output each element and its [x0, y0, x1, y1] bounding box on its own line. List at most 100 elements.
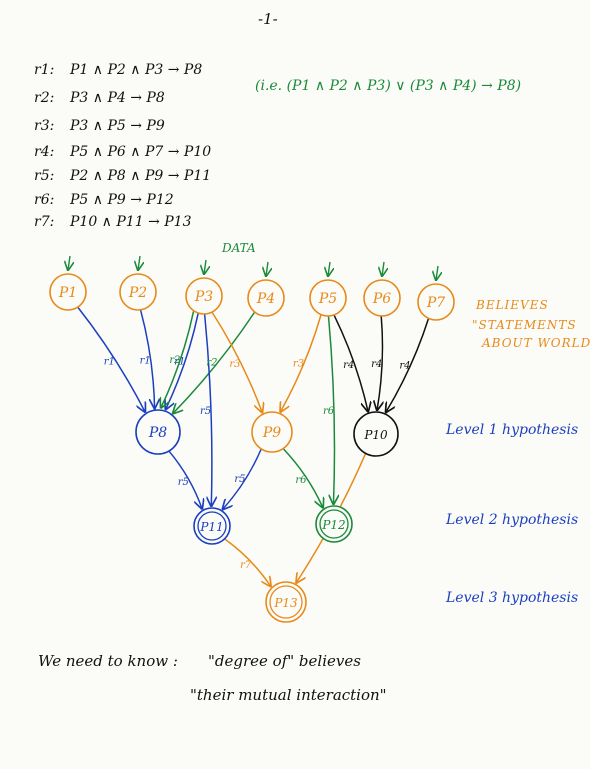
node-label-p10: P10 [363, 428, 388, 442]
rule-r6: r6:P5 ∧ P9 → P12 [34, 192, 174, 208]
node-label-p13: P13 [273, 596, 298, 610]
data-input-arrow-p6 [382, 261, 384, 276]
node-p6: P6 [363, 279, 401, 317]
node-label-p2: P2 [128, 285, 147, 301]
edge-p3-p8-r1 [166, 312, 199, 409]
node-p4: P4 [247, 279, 285, 317]
node-p7: P7 [417, 283, 455, 321]
rule-r1: r1:P1 ∧ P2 ∧ P3 → P8 [34, 62, 203, 78]
node-circle-p1 [49, 273, 87, 311]
edge-p8-p11-r5 [168, 450, 202, 509]
footer-degree-of-believes: "degree of" believes [208, 652, 361, 670]
node-p8: P8 [135, 409, 181, 455]
node-p9: P9 [251, 411, 293, 453]
edge-label-r6: r6 [295, 475, 307, 486]
rule-r2: r2:P3 ∧ P4 → P8 [34, 90, 165, 106]
data-input-arrow-p4 [266, 261, 268, 276]
node-circle-p10 [353, 411, 399, 457]
node-label-p3: P3 [194, 289, 213, 305]
edge-label-r3: r3 [229, 359, 240, 370]
rule-r5: r5:P2 ∧ P8 ∧ P9 → P11 [34, 168, 212, 184]
node-circle-p4 [247, 279, 285, 317]
node-p10: P10 [353, 411, 399, 457]
edge-p3-p8-r2 [161, 311, 195, 407]
edge-p11-p13-r7 [224, 538, 271, 586]
data-input-arrow-p7 [436, 265, 438, 280]
edge-p5-p9-r3 [280, 314, 322, 412]
node-circle-p5 [309, 279, 347, 317]
edge-p9-p11-r5 [223, 448, 262, 509]
node-label-p12: P12 [321, 518, 345, 532]
node-circle-p13 [265, 581, 307, 623]
level-2-label: Level 2 hypothesis [446, 512, 579, 528]
node-p12: P12 [315, 505, 353, 543]
node-circle-p12 [315, 505, 353, 543]
node-circle-p7 [417, 283, 455, 321]
edge-label-r4: r4 [399, 360, 410, 371]
believes-label: BELIEVES [476, 298, 549, 312]
data-input-arrow-p3 [204, 259, 206, 274]
edge-p2-p8-r1 [139, 309, 155, 408]
data-label: DATA [221, 241, 256, 255]
data-input-arrow-p2 [138, 255, 140, 270]
node-label-p9: P9 [262, 425, 281, 441]
node-circle-p3 [185, 277, 223, 315]
edge-label-r5: r5 [234, 474, 245, 485]
edge-label-r1: r1 [140, 355, 151, 366]
edge-label-r3: r3 [293, 358, 304, 369]
data-input-arrow-p5 [328, 261, 330, 276]
edge-label-r5: r5 [178, 477, 189, 488]
node-p3: P3 [185, 277, 223, 315]
rule-r4: r4:P5 ∧ P6 ∧ P7 → P10 [34, 144, 212, 160]
rule-r3: r3:P3 ∧ P5 → P9 [34, 118, 165, 134]
edge-p3-p9-r3 [211, 311, 262, 412]
node-circle-p8 [135, 409, 181, 455]
edge-label-r2: r2 [169, 355, 180, 366]
about-world-label: ABOUT WORLD" [482, 336, 590, 350]
node-circle-p2 [119, 273, 157, 311]
level-1-label: Level 1 hypothesis [446, 422, 579, 438]
node-inner-ring-p11 [197, 511, 227, 541]
edge-label-r1: r1 [174, 357, 185, 368]
edge-p7-p10-r4 [386, 318, 430, 412]
node-label-p11: P11 [199, 520, 223, 534]
footer-need-to-know: We need to know : [38, 652, 178, 670]
edge-p6-p10-r4 [377, 315, 382, 410]
node-label-p5: P5 [318, 291, 337, 307]
node-inner-ring-p12 [319, 509, 349, 539]
edge-p4-p8-r2 [173, 311, 256, 413]
edge-label-r7: r7 [240, 560, 252, 571]
edge-label-r2: r2 [206, 357, 217, 368]
node-label-p7: P7 [426, 295, 445, 311]
edge-p9-p12-r6 [282, 448, 323, 508]
edge-label-r4: r4 [343, 360, 354, 371]
equivalence-note: (i.e. (P1 ∧ P2 ∧ P3) ∨ (P3 ∧ P4) → P8) [255, 78, 522, 94]
node-circle-p6 [363, 279, 401, 317]
edge-p5-p10-r4 [333, 314, 368, 411]
node-p13: P13 [265, 581, 307, 623]
level-3-label: Level 3 hypothesis [446, 590, 579, 606]
statements-label: "STATEMENTS [472, 318, 577, 332]
edge-label-r1: r1 [104, 357, 115, 368]
data-input-arrow-p1 [68, 255, 70, 270]
edge-p3-p11-r5 [203, 313, 212, 506]
node-circle-p9 [251, 411, 293, 453]
footer-mutual-interaction: "their mutual interaction" [190, 686, 387, 704]
rule-r7: r7:P10 ∧ P11 → P13 [34, 214, 192, 230]
node-p5: P5 [309, 279, 347, 317]
node-label-p4: P4 [256, 291, 275, 307]
node-inner-ring-p13 [269, 585, 303, 619]
edge-label-r6: r6 [323, 406, 335, 417]
node-label-p6: P6 [372, 291, 391, 307]
node-p1: P1 [49, 273, 87, 311]
node-p2: P2 [119, 273, 157, 311]
node-circle-p11 [193, 507, 231, 545]
node-p11: P11 [193, 507, 231, 545]
edge-p5-p12-r6 [327, 315, 334, 504]
page-number: -1- [258, 10, 278, 28]
edge-label-r4: r4 [371, 359, 382, 370]
edge-p1-p8-r1 [77, 306, 145, 412]
edge-label-r5: r5 [200, 406, 211, 417]
